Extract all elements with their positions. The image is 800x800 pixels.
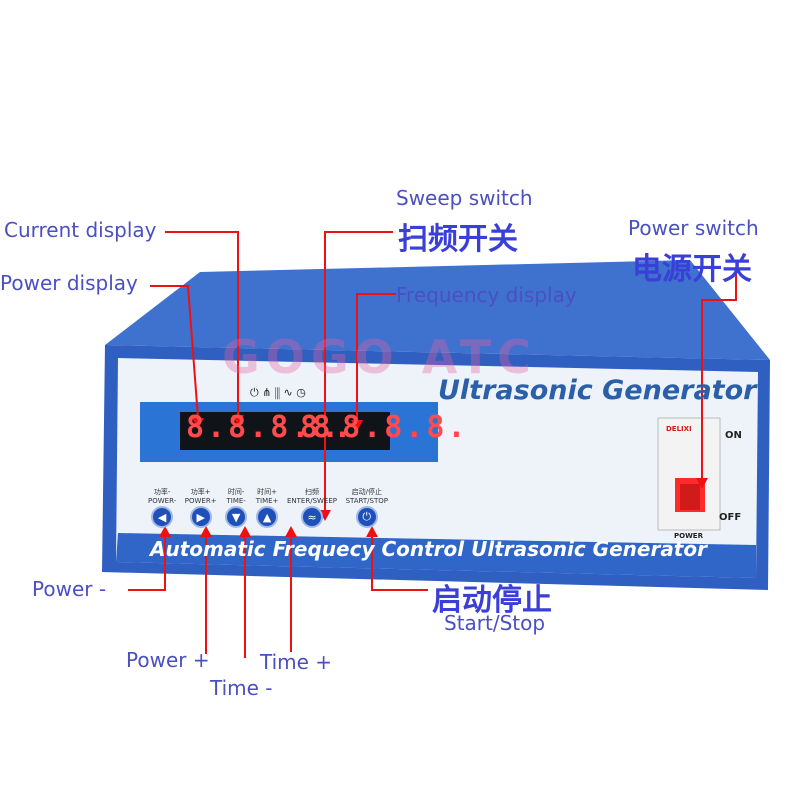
callout-sweep-switch-en: Sweep switch: [396, 186, 533, 210]
power-status-icon: ⏻: [250, 386, 259, 399]
watermark: GOGO ATC: [222, 330, 537, 384]
clock-status-icon: ◷: [296, 386, 306, 399]
callout-time-plus: Time +: [260, 650, 333, 674]
wave-status-icon: ⋔: [262, 386, 272, 399]
start-stop-control: 启动/停止 START/STOP ⏻: [346, 488, 388, 528]
time-plus-en: TIME+: [255, 497, 279, 505]
band-text: Automatic Frequecy Control Ultrasonic Ge…: [150, 537, 707, 561]
bars-status-icon: ⫼: [274, 386, 280, 399]
power-plus-button[interactable]: ▶: [189, 506, 212, 528]
start-stop-en: START/STOP: [345, 497, 388, 505]
power-plus-control: 功率+ POWER+ ▶: [185, 488, 217, 528]
control-buttons: 功率- POWER- ◀ 功率+ POWER+ ▶ 时间- TIME- ▼ 时间…: [148, 488, 388, 528]
power-minus-button[interactable]: ◀: [151, 506, 174, 528]
breaker-housing: [657, 417, 721, 531]
callout-start-stop-cn: 启动停止: [432, 583, 552, 618]
power-plus-en: POWER+: [184, 497, 217, 505]
start-stop-button[interactable]: ⏻: [355, 506, 378, 528]
time-minus-control: 时间- TIME- ▼: [225, 488, 248, 528]
callout-start-stop-en: Start/Stop: [444, 611, 546, 635]
callout-sweep-switch-cn: 扫频开关: [398, 222, 518, 257]
device-top-face: [105, 260, 770, 360]
breaker-lever: [680, 484, 700, 510]
switch-power-label: POWER: [674, 532, 703, 540]
power-plus-cn: 功率+: [190, 488, 211, 496]
switch-on-label: ON: [725, 430, 742, 441]
status-icons: ⏻ ⋔ ⫼ ∿ ◷: [250, 386, 306, 400]
sweep-cn: 扫频: [304, 488, 319, 496]
callout-power-switch-en: Power switch: [628, 216, 759, 240]
power-minus-control: 功率- POWER- ◀: [148, 488, 176, 528]
callout-power-switch-cn: 电源开关: [632, 252, 752, 287]
display-glass: [180, 412, 390, 450]
start-stop-cn: 启动/停止: [351, 488, 382, 496]
time-plus-button[interactable]: ▲: [256, 506, 279, 528]
callout-current-display: Current display: [4, 218, 157, 242]
callout-power-plus: Power +: [126, 648, 210, 672]
time-plus-cn: 时间+: [257, 488, 277, 496]
time-minus-cn: 时间-: [227, 488, 245, 496]
time-minus-en: TIME-: [226, 497, 246, 505]
power-minus-cn: 功率-: [153, 488, 171, 496]
callout-lines: [128, 231, 737, 658]
power-switch[interactable]: [675, 478, 705, 512]
time-minus-button[interactable]: ▼: [225, 506, 248, 528]
current-display: 8.8.8.8.: [186, 410, 355, 445]
power-minus-en: POWER-: [148, 497, 177, 505]
sweep-button[interactable]: ≈: [300, 506, 323, 528]
callout-frequency-display: Frequency display: [396, 283, 577, 307]
time-plus-control: 时间+ TIME+ ▲: [255, 488, 279, 528]
sweep-en: ENTER/SWEEP: [286, 497, 337, 505]
frequency-display: 8.8.8.8.: [300, 410, 469, 445]
callout-time-minus: Time -: [210, 676, 273, 700]
sweep-status-icon: ∿: [283, 386, 293, 399]
switch-off-label: OFF: [719, 512, 742, 523]
breaker-brand: DELIXI: [666, 425, 692, 433]
panel-title: Ultrasonic Generator: [438, 375, 757, 406]
sweep-control: 扫频 ENTER/SWEEP ≈: [287, 488, 337, 528]
callout-power-display: Power display: [0, 271, 138, 295]
callout-arrowheads: [159, 415, 708, 537]
panel-bottom-band: [116, 533, 756, 578]
callout-power-minus: Power -: [32, 577, 107, 601]
